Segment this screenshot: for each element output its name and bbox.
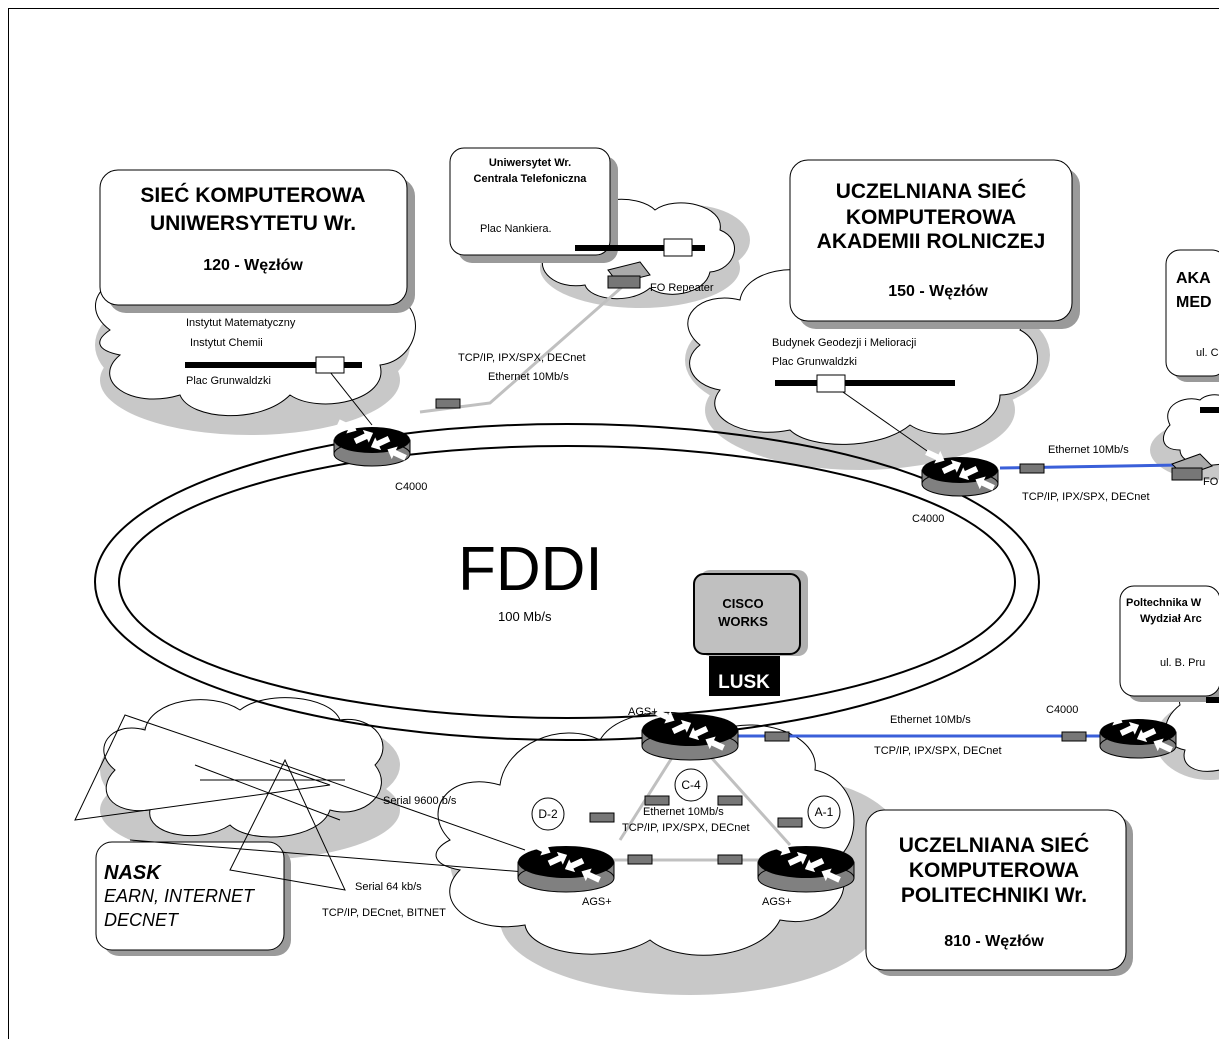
router-ags-left <box>517 837 615 893</box>
ar-fo-label: FO <box>1203 476 1219 488</box>
am-address: ul. C <box>1196 347 1219 359</box>
ar-title-2: KOMPUTEROWA <box>846 206 1016 229</box>
site-a1-label: A-1 <box>815 805 834 819</box>
ar-link-ethernet: Ethernet 10Mb/s <box>1048 444 1129 456</box>
ags-left-label: AGS+ <box>582 896 612 908</box>
info-boxes <box>95 147 1219 971</box>
am-title-2: MED <box>1176 294 1212 311</box>
uni-nodes: 120 - Węzłów <box>203 257 303 274</box>
ar-site-2: Plac Grunwaldzki <box>772 356 857 368</box>
central-title-1: Uniwersytet Wr. <box>489 157 571 169</box>
router-uni <box>333 415 411 467</box>
uni-title-2: UNIWERSYTETU Wr. <box>150 212 356 235</box>
central-fo-repeater: FO Repeater <box>650 282 714 294</box>
am-title-1: AKA <box>1176 270 1211 287</box>
nask-title: NASK <box>104 862 162 884</box>
site-circles <box>531 768 841 831</box>
ar-router-label: C4000 <box>912 513 944 525</box>
page-frame <box>8 8 1219 1039</box>
ar-title-1: UCZELNIANA SIEĆ <box>836 179 1027 203</box>
ar-title-3: AKADEMII ROLNICZEJ <box>817 230 1046 253</box>
central-link-ethernet: Ethernet 10Mb/s <box>488 371 569 383</box>
ciscoworks-line-1: CISCO <box>722 596 763 611</box>
ciscoworks-line-2: WORKS <box>718 614 768 629</box>
site-d2-label: D-2 <box>538 807 558 821</box>
nask-line-1: EARN, INTERNET <box>104 886 256 906</box>
central-title-2: Centrala Telefoniczna <box>474 173 588 185</box>
arch-title-1: Poltechnika W <box>1126 597 1202 609</box>
pw-title-1: UCZELNIANA SIEĆ <box>899 833 1090 857</box>
router-ar <box>921 445 999 497</box>
fo-repeater-ar <box>1171 453 1213 481</box>
nask-line-2: DECNET <box>104 910 180 930</box>
router-ags-right <box>757 837 855 893</box>
core-link-ethernet: Ethernet 10Mb/s <box>643 806 724 818</box>
ciscoworks-station <box>693 570 808 696</box>
arch-address: ul. B. Pru <box>1160 657 1205 669</box>
uni-site-2: Instytut Chemii <box>190 337 263 349</box>
router-ags-top <box>641 705 739 761</box>
pw-title-2: KOMPUTEROWA <box>909 859 1079 882</box>
fddi-title: FDDI <box>458 535 603 604</box>
pw-title-3: POLITECHNIKI Wr. <box>901 884 1087 907</box>
ags-top-label: AGS+ <box>628 706 658 718</box>
wan-serial-9600: Serial 9600 b/s <box>383 795 457 807</box>
central-place: Plac Nankiera. <box>480 223 552 235</box>
uni-title-1: SIEĆ KOMPUTEROWA <box>140 183 365 207</box>
arch-link-ethernet: Ethernet 10Mb/s <box>890 714 971 726</box>
uni-router-label: C4000 <box>395 481 427 493</box>
lusk-host-label: LUSK <box>718 672 770 693</box>
fo-repeater-central <box>607 261 651 289</box>
uni-site-3: Plac Grunwaldzki <box>186 375 271 387</box>
core-link-protocols: TCP/IP, IPX/SPX, DECnet <box>622 822 750 834</box>
ar-nodes: 150 - Węzłów <box>888 283 988 300</box>
arch-router-label: C4000 <box>1046 704 1078 716</box>
pw-nodes: 810 - Węzłów <box>944 933 1044 950</box>
uni-site-1: Instytut Matematyczny <box>186 317 296 329</box>
fddi-ring <box>94 423 1040 741</box>
transceivers <box>435 398 1087 865</box>
wan-protocols: TCP/IP, DECnet, BITNET <box>322 907 446 919</box>
arch-title-2: Wydział Arc <box>1140 613 1202 625</box>
wan-serial-64: Serial 64 kb/s <box>355 881 422 893</box>
ar-link-protocols: TCP/IP, IPX/SPX, DECnet <box>1022 491 1150 503</box>
fddi-speed: 100 Mb/s <box>498 609 552 624</box>
site-c4-label: C-4 <box>681 778 701 792</box>
ags-right-label: AGS+ <box>762 896 792 908</box>
router-arch <box>1099 707 1177 759</box>
ar-site-1: Budynek Geodezji i Melioracji <box>772 337 916 349</box>
arch-link-protocols: TCP/IP, IPX/SPX, DECnet <box>874 745 1002 757</box>
central-link-protocols: TCP/IP, IPX/SPX, DECnet <box>458 352 586 364</box>
ethernet-buses <box>185 238 1219 703</box>
